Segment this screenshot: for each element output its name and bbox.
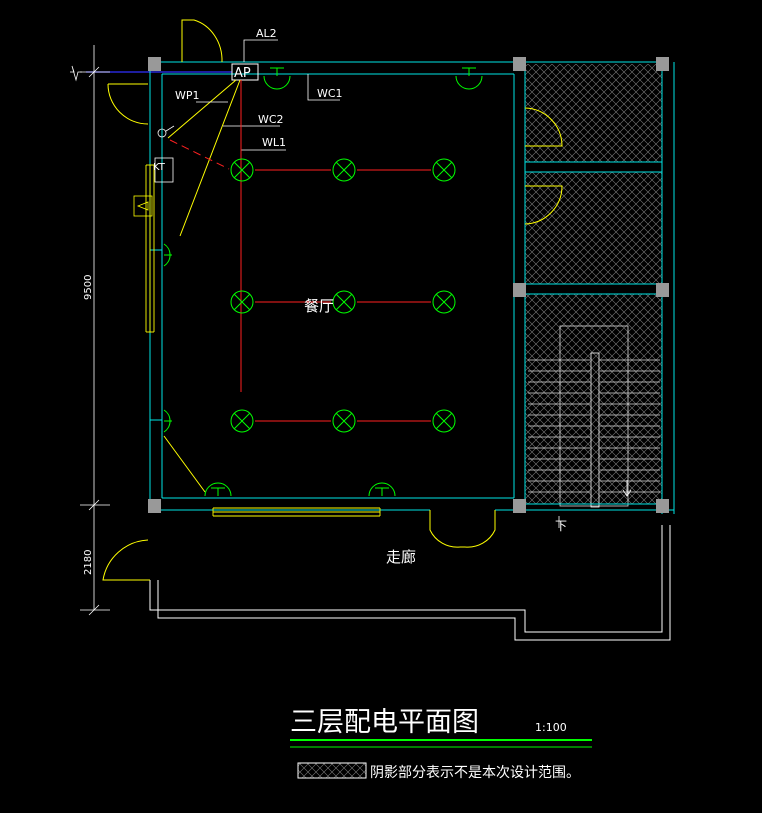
cross-circle-lamp-icon [230, 290, 254, 314]
cross-circle-lamp-icon [332, 158, 356, 182]
room-label-corridor: 走廊 [386, 548, 416, 566]
columns [148, 57, 669, 513]
dimension-upper: 9500 [83, 275, 94, 300]
cross-circle-lamp-icon [332, 409, 356, 433]
cross-circle-lamp-icon [432, 158, 456, 182]
dimension-lines [70, 45, 110, 616]
label-wp1: WP1 [175, 89, 200, 102]
panel-ap: AP [231, 63, 259, 81]
doors [102, 19, 563, 581]
feeder-lines [163, 79, 241, 493]
label-al2: AL2 [256, 27, 277, 40]
room-label-dining: 餐厅 [304, 297, 334, 315]
cross-circle-lamp-icon [432, 290, 456, 314]
dimension-lower: 2180 [83, 550, 94, 575]
ceiling-lights [230, 158, 456, 433]
cross-circle-lamp-icon [230, 158, 254, 182]
drawing-scale: 1:100 [535, 721, 567, 734]
label-wc2: WC2 [258, 113, 284, 126]
circuit-lines [169, 80, 431, 422]
panel-ap-label: AP [234, 66, 251, 81]
cross-circle-lamp-icon [432, 409, 456, 433]
stair-down-label: 下 [555, 519, 567, 533]
legend-note: 阴影部分表示不是本次设计范围。 [370, 764, 580, 781]
leader-lines [196, 39, 340, 151]
wall-sockets [163, 67, 483, 497]
corridor-outline [149, 525, 671, 641]
label-wl1: WL1 [262, 136, 286, 149]
label-wc1: WC1 [317, 87, 343, 100]
drawing-title: 三层配电平面图 [290, 707, 479, 738]
label-kt: KT [153, 162, 166, 173]
walls [149, 61, 675, 514]
cross-circle-lamp-icon [230, 409, 254, 433]
staircase [528, 325, 660, 528]
switch-symbols [133, 125, 175, 217]
windows [145, 164, 381, 517]
cross-circle-lamp-icon [332, 290, 356, 314]
hatched-zone [525, 64, 662, 504]
legend-hatch-swatch [297, 762, 367, 779]
